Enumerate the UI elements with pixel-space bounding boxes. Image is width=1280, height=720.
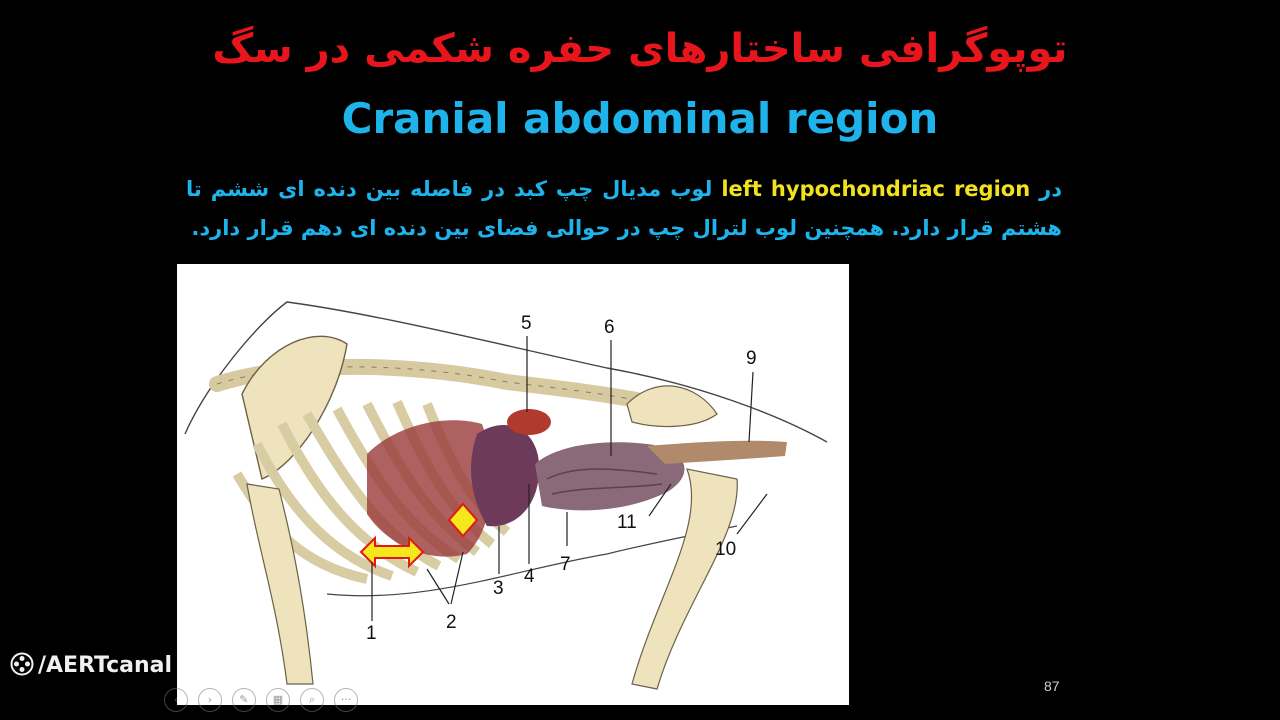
label-10: 10 [715,539,736,560]
label-7: 7 [560,554,571,575]
slides-icon[interactable]: ▦ [266,688,290,712]
slideshow-controls: ‹ › ✎ ▦ ⌕ ··· [164,688,358,714]
colon [647,440,787,464]
label-3: 3 [493,578,504,599]
slide-title-persian: توپوگرافی ساختارهای حفره شکمی در سگ [212,26,1068,72]
arrow-left-icon[interactable]: ‹ [164,688,188,712]
channel-watermark: /AERTcanal [10,652,182,678]
body-text-part1: در [1030,177,1062,201]
leader-lines [371,336,768,621]
dog-abdomen-illustration: 1 2 3 4 5 6 7 9 10 11 [184,301,828,690]
scapula [241,335,348,480]
highlight-term: left hypochondriac region [721,177,1031,201]
stomach [471,425,540,527]
zoom-icon[interactable]: ⌕ [300,688,324,712]
left-kidney [507,409,551,435]
watermark-text: /AERTcanal [38,653,173,678]
label-9: 9 [746,348,757,369]
slide-number: 87 [1044,678,1060,694]
label-11: 11 [617,512,637,533]
label-2: 2 [446,612,457,633]
body-paragraph: در left hypochondriac region لوب مدیال چ… [186,170,1062,248]
intestines [535,442,685,511]
body-outline [184,301,828,443]
arrow-right-icon[interactable]: › [198,688,222,712]
label-4: 4 [524,566,535,587]
label-6: 6 [604,317,615,338]
slide-title-english: Cranial abdominal region [341,94,939,143]
label-5: 5 [521,313,532,334]
pelvis [626,385,718,428]
anatomy-figure: 1 2 3 4 5 6 7 9 10 11 [177,264,849,705]
hind-limb [631,468,738,690]
more-icon[interactable]: ··· [334,688,358,712]
double-arrow-icon [359,502,479,569]
pen-icon[interactable]: ✎ [232,688,256,712]
label-1: 1 [366,623,377,644]
body-text-part2: لوب مدیال چپ کبد در فاصله بین دنده ای شش… [186,177,1062,240]
fore-limb [246,483,314,685]
film-reel-icon [10,652,34,676]
